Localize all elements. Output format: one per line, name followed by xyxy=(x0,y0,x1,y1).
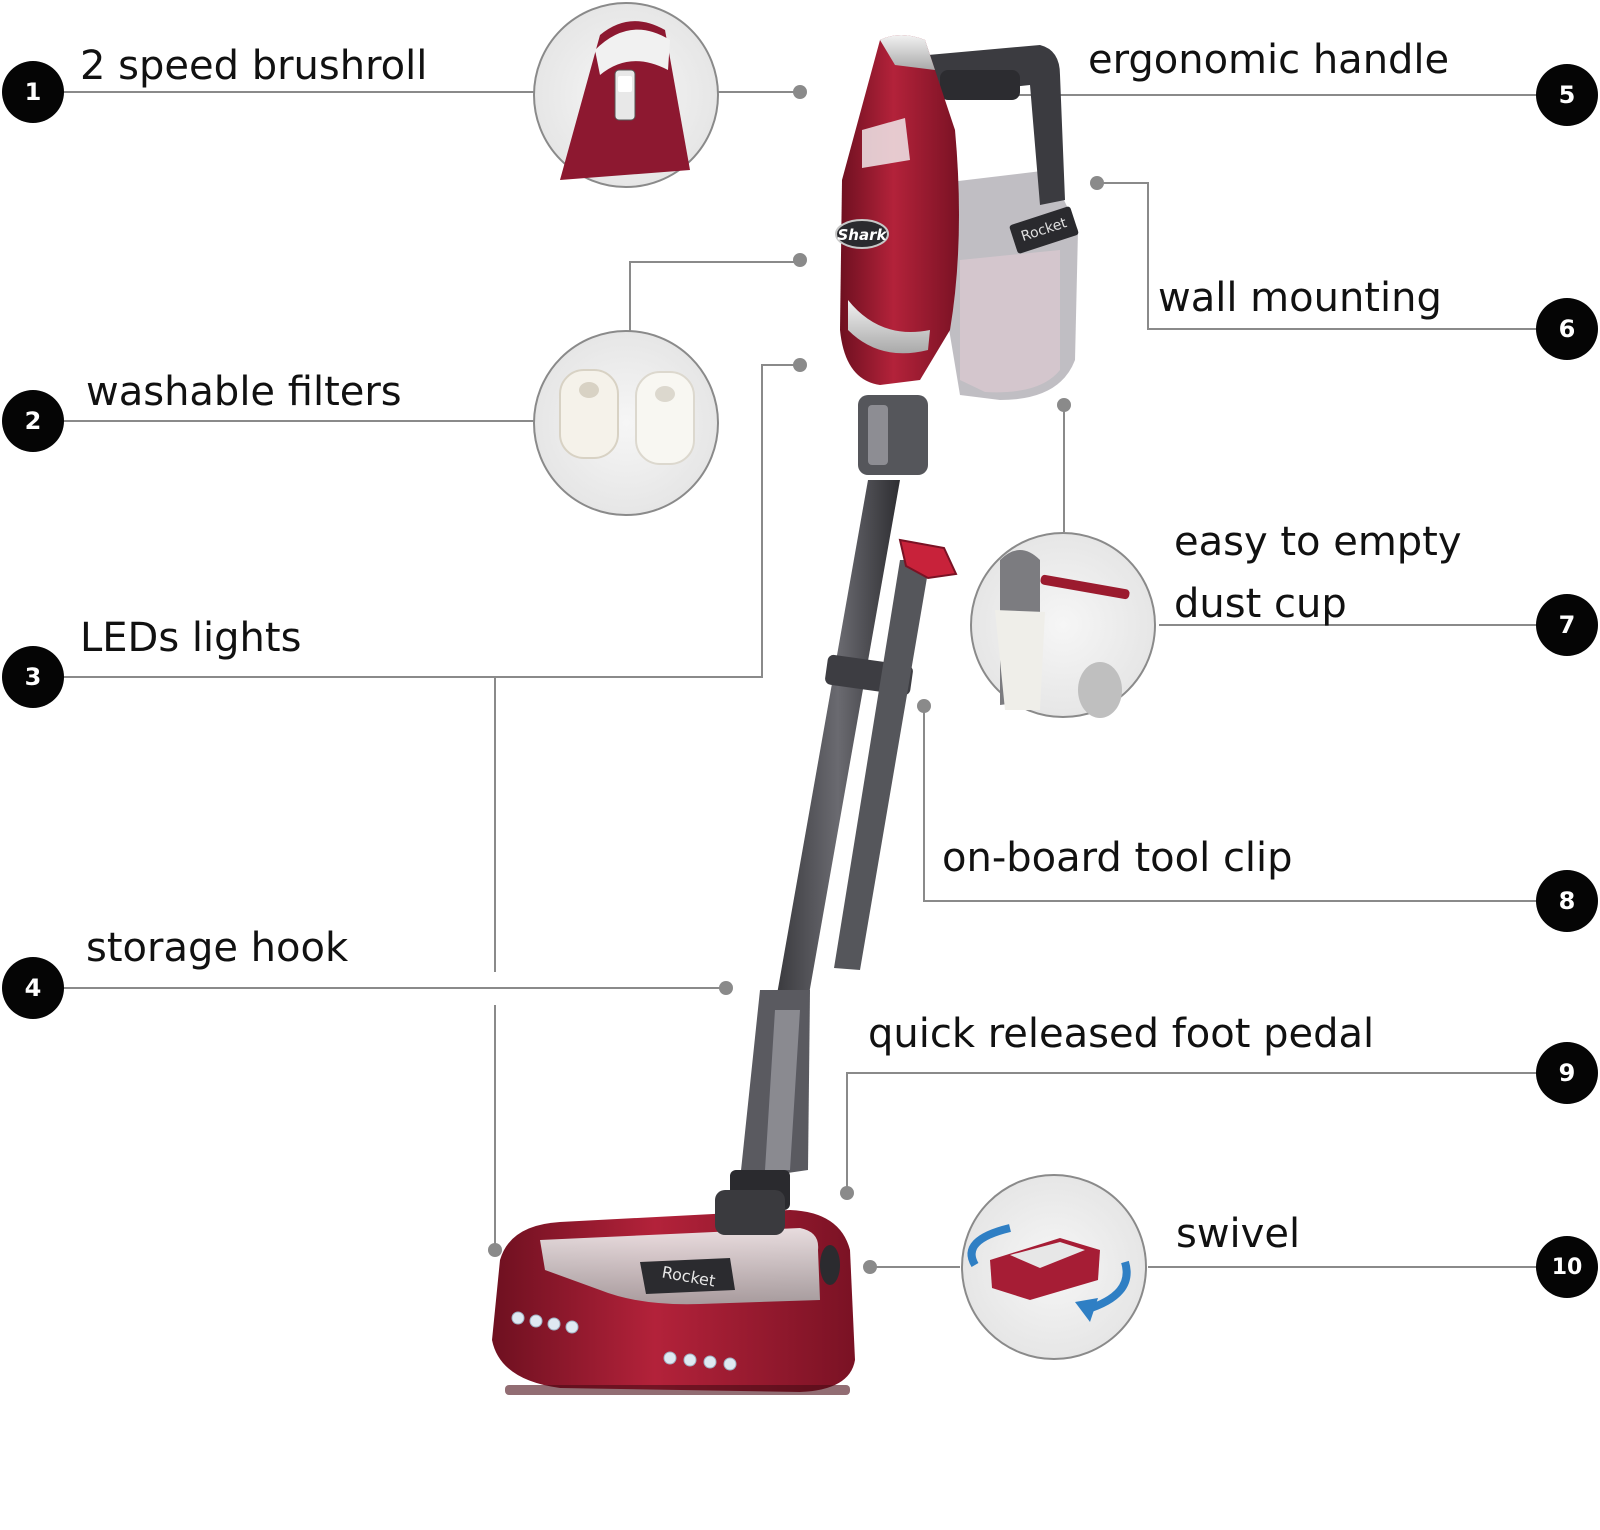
detail-circle-filters xyxy=(533,330,719,516)
vacuum-illustration: Shark Rocket Rocket xyxy=(492,35,1079,1395)
leader-line-8 xyxy=(923,706,1570,902)
led-lights xyxy=(511,1311,737,1371)
badge-8: 8 xyxy=(1536,870,1598,932)
label-swivel: swivel xyxy=(1176,1211,1301,1257)
detail-circle-swivel xyxy=(961,1174,1147,1360)
leader-line-6 xyxy=(1097,182,1570,330)
badge-2: 2 xyxy=(2,390,64,452)
label-quick-released-foot-pedal: quick released foot pedal xyxy=(868,1011,1375,1057)
label-washable-filters: washable filters xyxy=(86,369,402,415)
crevice-tool xyxy=(834,560,930,970)
label-wall-mounting: wall mounting xyxy=(1158,275,1442,321)
badge-1: 1 xyxy=(2,61,64,123)
shark-logo xyxy=(835,219,889,249)
label-on-board-tool-clip: on-board tool clip xyxy=(942,835,1293,881)
vacuum-wand xyxy=(776,480,900,1000)
badge-9: 9 xyxy=(1536,1042,1598,1104)
shark-logo-text: Shark xyxy=(838,226,888,244)
badge-4: 4 xyxy=(2,957,64,1019)
leader-line-2 xyxy=(32,261,800,422)
badge-6: 6 xyxy=(1536,298,1598,360)
label-storage-hook: storage hook xyxy=(86,925,349,971)
label-easy-to-empty: easy to empty xyxy=(1174,519,1462,565)
label-dust-cup: dust cup xyxy=(1174,581,1347,627)
leader-dots xyxy=(488,85,1104,1274)
label-ergonomic-handle: ergonomic handle xyxy=(1088,37,1450,83)
badge-3: 3 xyxy=(2,646,64,708)
leader-line-7 xyxy=(1063,405,1570,626)
badge-7: 7 xyxy=(1536,594,1598,656)
leader-line-9 xyxy=(846,1072,1570,1193)
label-leds-lights: LEDs lights xyxy=(80,615,302,661)
badge-10: 10 xyxy=(1536,1236,1598,1298)
label-2-speed-brushroll: 2 speed brushroll xyxy=(80,43,428,89)
leader-line-3 xyxy=(32,364,800,1250)
motor-body xyxy=(840,35,959,385)
detail-circle-brushroll xyxy=(533,2,719,188)
badge-5: 5 xyxy=(1536,64,1598,126)
detail-circle-dust-cup xyxy=(970,532,1156,718)
leader-lines xyxy=(32,91,1570,1268)
